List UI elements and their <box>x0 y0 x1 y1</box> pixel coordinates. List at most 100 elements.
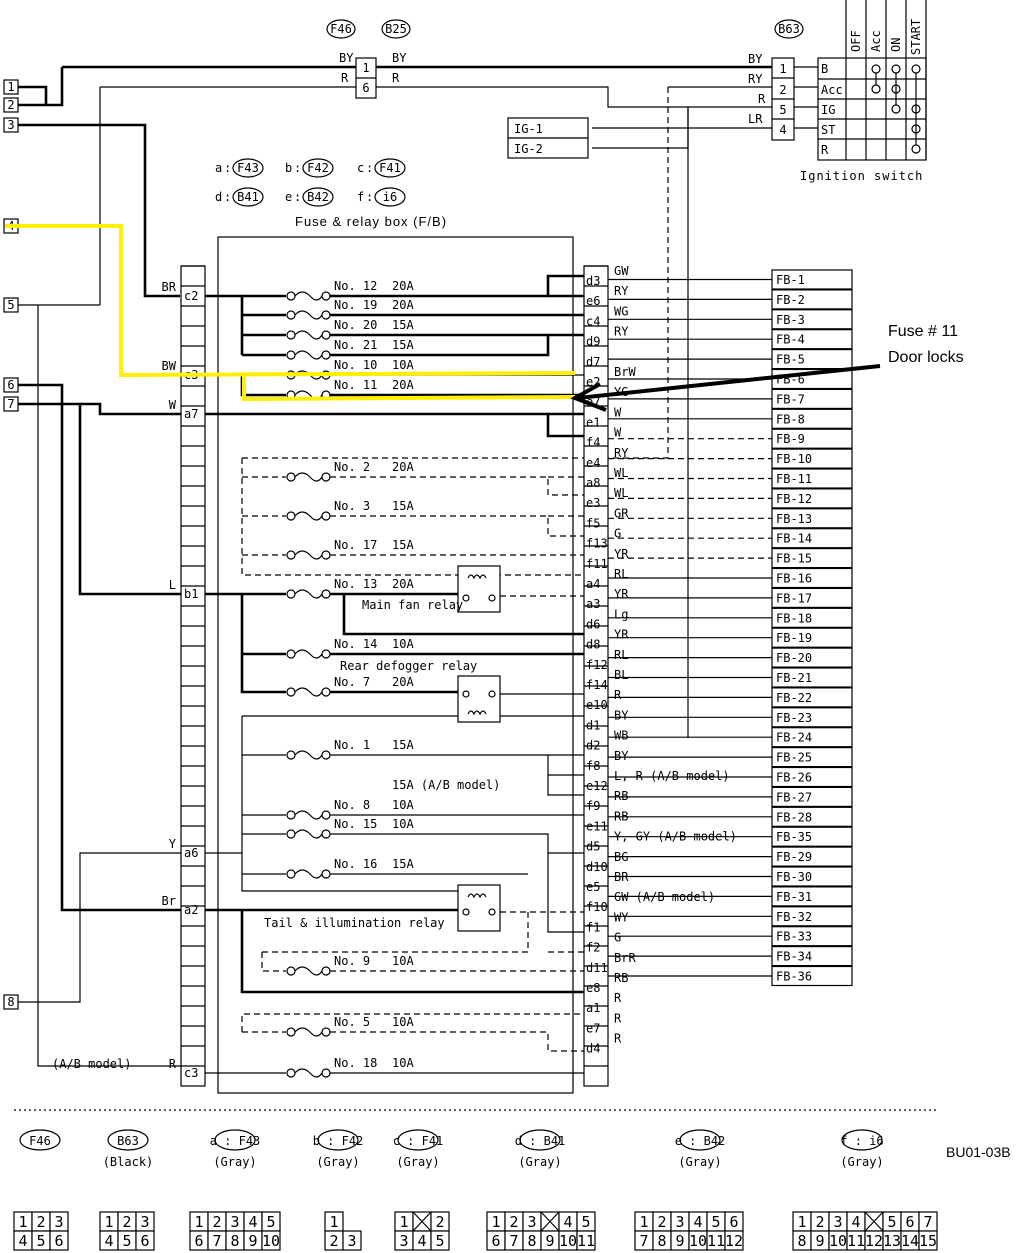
pos-on: ON <box>889 38 903 52</box>
face-pin: 1 <box>104 1213 113 1231</box>
left-wire: R <box>169 1057 177 1071</box>
fb-label: FB-12 <box>776 492 812 506</box>
key-colon: : <box>294 190 301 204</box>
left-wire: BW <box>162 359 177 373</box>
face-pin: 3 <box>230 1213 239 1231</box>
ign-pin-1: 1 <box>779 62 786 76</box>
legend-id: e : B42 <box>675 1134 726 1148</box>
right-pin: f1 <box>586 920 600 934</box>
face-pin: 13 <box>883 1232 901 1250</box>
right-pin: d2 <box>586 739 600 753</box>
main-fan-relay-label: Main fan relay <box>362 598 463 612</box>
ig2-label: IG-2 <box>514 142 543 156</box>
connector-f46-header: F46 B25 <box>326 19 411 39</box>
fuse-amp: 10A <box>392 954 414 968</box>
fuse-terminal <box>286 310 296 320</box>
face-pin: 6 <box>140 1232 149 1250</box>
fuse-terminal <box>321 810 331 820</box>
fb-label: FB-31 <box>776 890 812 904</box>
legend-sub: (Gray) <box>396 1155 439 1169</box>
face-pin: 11 <box>847 1232 865 1250</box>
f46-label: F46 <box>330 22 352 36</box>
terminal-number: 5 <box>7 298 14 312</box>
fb-label: FB-24 <box>776 731 812 745</box>
fb-label: FB-17 <box>776 591 812 605</box>
left-pin: c2 <box>184 289 198 303</box>
face-cell <box>135 1230 155 1251</box>
legend-sub: (Gray) <box>678 1155 721 1169</box>
face-pin: 9 <box>545 1232 554 1250</box>
face-pin: 3 <box>347 1232 356 1250</box>
fuse-terminal <box>286 550 296 560</box>
face-pin: 8 <box>797 1232 806 1250</box>
fuse-terminal <box>286 869 296 879</box>
face-pin: 3 <box>54 1213 63 1231</box>
legend-sub: (Gray) <box>213 1155 256 1169</box>
right-pin: d6 <box>586 617 600 631</box>
key-oval <box>302 158 334 178</box>
face-pin: 3 <box>140 1213 149 1231</box>
face-pin: 9 <box>815 1232 824 1250</box>
fuse-element <box>294 1068 323 1078</box>
fb-label: FB-27 <box>776 790 812 804</box>
right-wire: R <box>614 991 622 1005</box>
right-wire: RY <box>614 325 629 339</box>
connector-b63-header: B63 <box>774 19 804 39</box>
term-r: R <box>821 143 829 157</box>
face-pin: 14 <box>901 1232 919 1250</box>
rear-defogger-label: Rear defogger relay <box>340 659 477 673</box>
fuse-terminal <box>321 966 331 976</box>
fuse-element <box>294 966 323 976</box>
fuse-amp: 15A <box>392 338 414 352</box>
right-wire: BL <box>614 668 628 682</box>
fuse-amp: 15A <box>392 318 414 332</box>
fuse-terminal <box>286 291 296 301</box>
fuse-terminal <box>321 350 331 360</box>
left-wire: Y <box>169 837 177 851</box>
ignition-connector: 1 2 5 4 BY RY R LR <box>748 52 795 141</box>
fuse-element <box>294 350 323 360</box>
right-pin: d10 <box>586 860 608 874</box>
fuse-terminal <box>321 750 331 760</box>
right-pin: e7 <box>586 1021 600 1035</box>
fuse-number: No. 19 <box>334 298 377 312</box>
f46-wire-in-by: BY <box>339 51 354 65</box>
right-wire: RB <box>614 971 628 985</box>
right-wire: YR <box>614 547 629 561</box>
fuse-number: No. 1 <box>334 738 370 752</box>
right-pin: e6 <box>586 294 600 308</box>
fuse-number: No. 18 <box>334 1056 377 1070</box>
face-pin: 8 <box>657 1232 666 1250</box>
key-conn: F41 <box>379 161 401 175</box>
rear-defogger-relay: Rear defogger relay <box>340 659 501 723</box>
key-colon: : <box>366 190 373 204</box>
face-cell <box>342 1230 362 1251</box>
right-wire: RL <box>614 567 628 581</box>
key-conn: F43 <box>237 161 259 175</box>
terminal-number: 2 <box>7 98 14 112</box>
terminal-box <box>3 117 19 133</box>
terminal-number: 3 <box>7 118 14 132</box>
fuse-number: No. 7 <box>334 675 370 689</box>
right-pin: f11 <box>586 557 608 571</box>
fuse-terminal <box>321 589 331 599</box>
legend-id: b : F42 <box>313 1134 364 1148</box>
annotation-line1: Fuse # 11 <box>888 323 958 340</box>
face-cell <box>918 1230 938 1251</box>
fb-label: FB-5 <box>776 353 805 367</box>
face-pin: 8 <box>527 1232 536 1250</box>
fb-label: FB-4 <box>776 333 805 347</box>
fuse-amp: 10A <box>392 1056 414 1070</box>
f46-wire-out-r: R <box>392 71 400 85</box>
right-wire: GW <box>614 264 629 278</box>
fb-label: FB-22 <box>776 691 812 705</box>
left-wire: Br <box>162 894 176 908</box>
fb-label: FB-2 <box>776 293 805 307</box>
left-wire: L <box>169 578 176 592</box>
fb-label: FB-32 <box>776 910 812 924</box>
fuse-number: No. 12 <box>334 279 377 293</box>
fb-label: FB-28 <box>776 810 812 824</box>
fuse-amp: 20A <box>392 378 414 392</box>
face-cell <box>261 1230 281 1251</box>
